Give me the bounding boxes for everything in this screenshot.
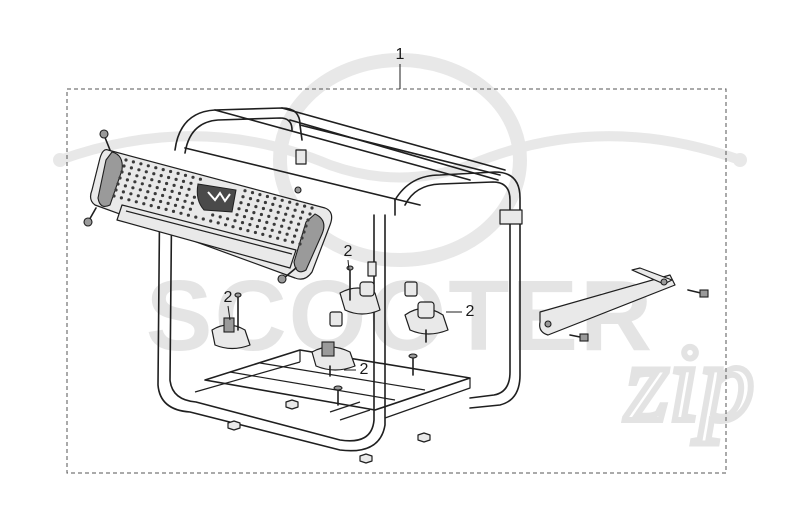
bolt-icon bbox=[99, 129, 111, 151]
nut-icon bbox=[417, 432, 431, 443]
kit-boundary bbox=[66, 88, 727, 474]
callout-mount-c: 2 bbox=[466, 303, 475, 320]
spacer bbox=[404, 281, 418, 297]
bolt-icon bbox=[569, 333, 589, 342]
frame bbox=[157, 107, 523, 452]
watermark-script-text: zip bbox=[624, 322, 754, 444]
bolt-icon bbox=[333, 385, 343, 406]
bolt-icon bbox=[277, 267, 297, 284]
rubber-mount-d bbox=[311, 341, 356, 377]
watermark: SCOOTER zip bbox=[53, 53, 757, 447]
nut-icon bbox=[227, 420, 241, 431]
spacer bbox=[329, 311, 343, 327]
bolt-icon bbox=[83, 207, 97, 227]
mounting-rail bbox=[539, 267, 709, 342]
callout-mount-b: 2 bbox=[344, 243, 353, 260]
brand-logo-icon bbox=[196, 183, 237, 213]
rubber-mount-c bbox=[404, 301, 449, 343]
bolt-icon bbox=[687, 289, 709, 298]
callout-mount-d: 2 bbox=[360, 361, 369, 378]
heat-shield-panel bbox=[83, 129, 333, 284]
bolt-icon bbox=[408, 353, 418, 376]
nut-icon bbox=[359, 453, 373, 464]
rubber-mount-a bbox=[211, 292, 251, 350]
perforation-pattern bbox=[112, 158, 314, 246]
nut-icon bbox=[285, 399, 299, 410]
callout-assembly: 1 bbox=[396, 46, 405, 63]
rubber-mount-b bbox=[339, 265, 381, 315]
callout-mount-a: 2 bbox=[224, 289, 233, 306]
